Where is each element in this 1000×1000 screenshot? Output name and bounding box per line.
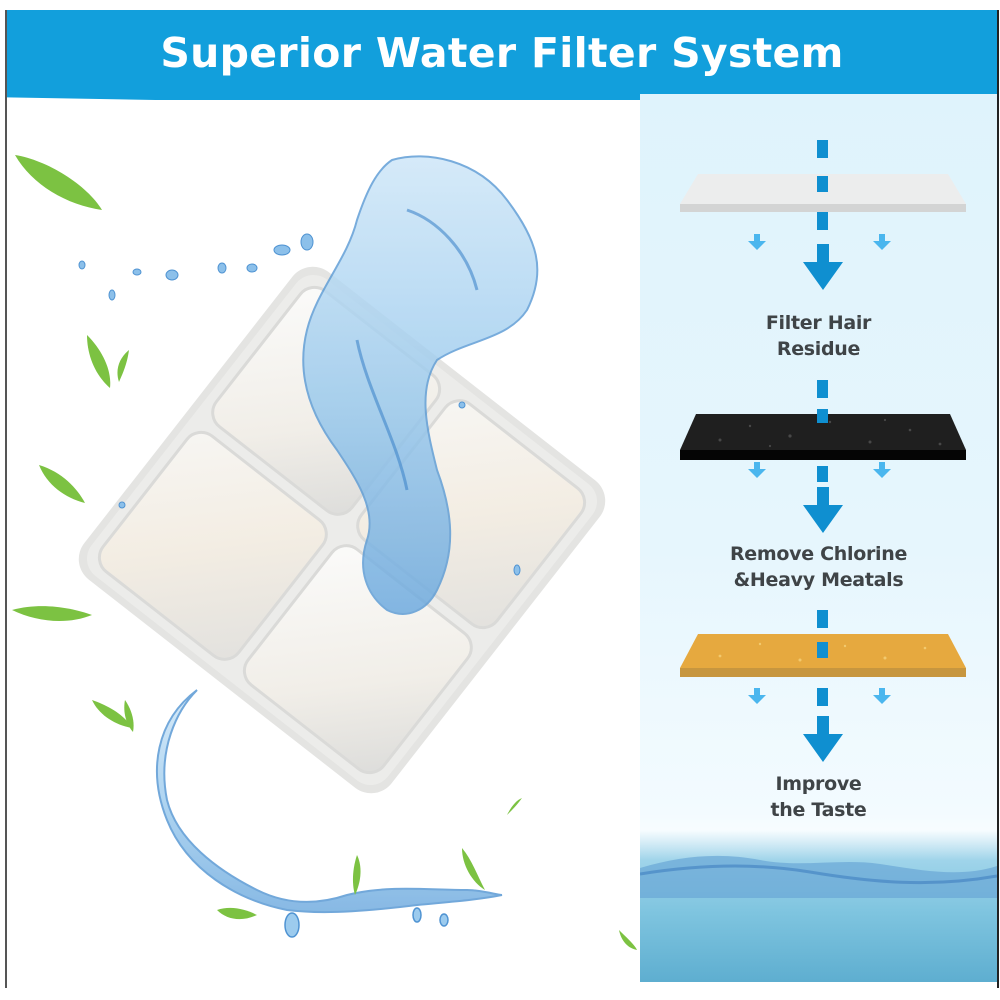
flow-dash-icon <box>817 642 828 658</box>
small-down-arrow-icon <box>873 688 891 704</box>
stage-3-label: Improve the Taste <box>640 771 997 823</box>
flow-dash-icon <box>817 688 828 706</box>
flow-dash-icon <box>817 610 828 628</box>
down-arrow-icon <box>803 244 843 290</box>
green-leaf-icon <box>12 155 637 950</box>
flow-dash-icon <box>817 380 828 398</box>
stage-2-label-line2: &Heavy Meatals <box>733 569 904 591</box>
stage-1-label-line2: Residue <box>776 338 861 360</box>
stage-3-label-line2: the Taste <box>770 799 867 821</box>
stage-3-label-line1: Improve <box>775 773 862 795</box>
small-down-arrow-icon <box>748 688 766 704</box>
stage-2-label-line1: Remove Chlorine <box>729 543 908 565</box>
down-arrow-icon <box>803 487 843 533</box>
stage-1-label: Filter Hair Residue <box>640 310 997 362</box>
small-down-arrow-icon <box>873 234 891 250</box>
flow-dash-icon <box>817 176 828 192</box>
flow-dash-icon <box>817 409 828 423</box>
infographic-frame: Superior Water Filter System <box>5 10 999 988</box>
header-banner: Superior Water Filter System <box>7 10 997 106</box>
small-down-arrow-icon <box>748 462 766 478</box>
page-title: Superior Water Filter System <box>160 29 844 77</box>
stage-2-label: Remove Chlorine &Heavy Meatals <box>640 541 997 593</box>
flow-dash-icon <box>817 466 828 482</box>
filter-stages-panel: Filter Hair Residue Remove Chlorine &Hea… <box>640 94 997 988</box>
product-image-panel <box>7 100 640 988</box>
filter-cartridge-with-water-splash-icon <box>12 155 637 950</box>
flow-dash-icon <box>817 140 828 158</box>
down-arrow-icon <box>803 716 843 762</box>
activated-carbon-layer <box>680 412 966 462</box>
stage-1-label-line1: Filter Hair <box>765 312 872 334</box>
clean-water-surface-icon <box>640 830 997 982</box>
flow-dash-icon <box>817 212 828 230</box>
small-down-arrow-icon <box>748 234 766 250</box>
small-down-arrow-icon <box>873 462 891 478</box>
